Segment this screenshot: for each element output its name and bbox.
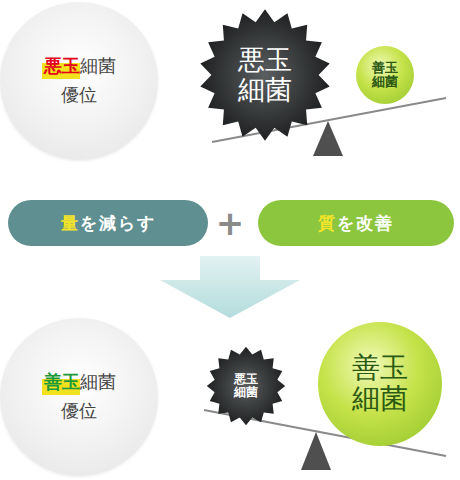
text-line: 質を改善 (318, 212, 394, 235)
action-pill: 質を改善 (258, 200, 454, 246)
seesaw-pivot (313, 121, 343, 156)
node-text: 善玉 細菌 (371, 61, 400, 90)
node-text: 悪玉 (42, 52, 80, 81)
text-line: 量を減らす (61, 212, 156, 235)
text-line: 悪玉 細菌 (233, 373, 259, 399)
text-line: 優位 (61, 81, 97, 110)
node-text: 細菌 (80, 368, 116, 397)
text-line: 悪玉細菌 (42, 52, 116, 81)
node-text: を減らす (80, 212, 156, 235)
node-text: を改善 (337, 212, 394, 235)
burst-outline (207, 347, 285, 425)
down-arrow (160, 256, 300, 318)
text-line: 善玉細菌 (42, 368, 116, 397)
node-text: 優位 (61, 397, 97, 426)
good-bacteria-circle: 善玉 細菌 (318, 322, 442, 446)
burst-outline (200, 9, 329, 140)
node-text: 量 (61, 212, 80, 235)
plus-sign: + (214, 206, 246, 240)
good-bacteria-circle: 善玉 細菌 (356, 46, 414, 104)
bad-bacteria-burst: 悪玉 細菌 (198, 8, 332, 142)
bad-bacteria-burst: 悪玉 細菌 (206, 346, 286, 426)
text-line: 善玉 細菌 (350, 353, 410, 415)
node-text: 細菌 (80, 52, 116, 81)
action-pill: 量を減らす (8, 200, 208, 246)
node-text: 善玉 細菌 (350, 353, 410, 415)
node-text: 質 (318, 212, 337, 235)
node-text: 悪玉 細菌 (236, 45, 294, 104)
dominance-circle: 悪玉細菌優位 (0, 2, 158, 160)
node-text: 優位 (61, 81, 97, 110)
text-line: 優位 (61, 397, 97, 426)
node-text: 善玉 (42, 368, 80, 397)
node-text: 悪玉 細菌 (233, 373, 259, 399)
text-line: 善玉 細菌 (371, 61, 400, 90)
seesaw-pivot (301, 432, 331, 470)
text-line: 悪玉 細菌 (236, 45, 294, 104)
dominance-circle: 善玉細菌優位 (0, 318, 158, 476)
